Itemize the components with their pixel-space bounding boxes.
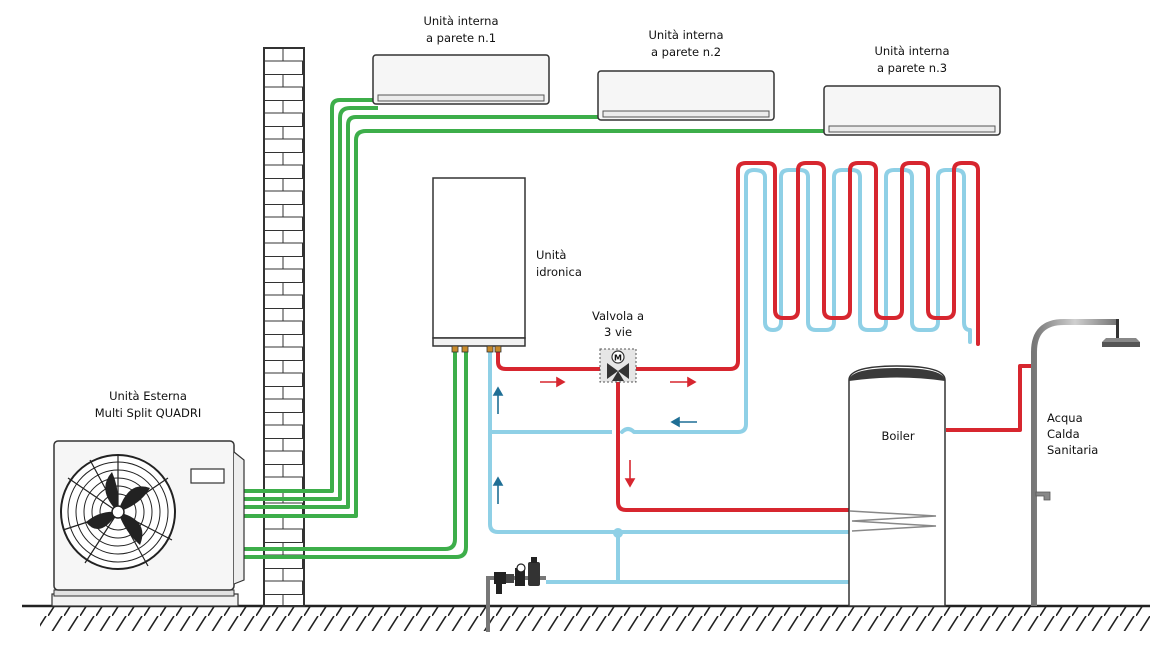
refrigerant-line-indoor2 [240, 115, 598, 509]
tap-icon [1035, 491, 1051, 501]
boiler-coil [849, 510, 937, 532]
arrow-hot-down [624, 460, 636, 488]
flow-arrows [492, 376, 697, 504]
inlet-valve-group [486, 557, 546, 632]
arrow-cold-left [670, 416, 697, 428]
indoor-unit-1 [372, 54, 550, 105]
brick-wall [263, 47, 305, 607]
label-boiler: Boiler [881, 429, 914, 443]
arrow-hot-right-1 [540, 376, 566, 388]
indoor-unit-2 [597, 70, 775, 121]
ground-hatch [40, 607, 1150, 631]
arrow-hot-right-2 [670, 376, 697, 388]
coil-cold-line [620, 168, 972, 434]
coil-hot-line [622, 161, 980, 371]
three-way-valve-icon: M [599, 348, 637, 383]
hot-flow-to-boiler [616, 378, 850, 512]
indoor-unit-3 [823, 85, 1001, 136]
refrigerant-line-hydronic-a [240, 352, 457, 551]
arrow-cold-up-1 [492, 386, 504, 414]
shower-head-icon [1031, 319, 1140, 606]
boiler-tank [848, 365, 946, 607]
hydronic-unit [432, 177, 526, 353]
hydronic-circuit [488, 350, 1036, 584]
valve-motor-symbol: M [614, 354, 622, 363]
refrigerant-line-indoor1-b [240, 106, 378, 501]
floor-heating-coil [620, 161, 980, 434]
refrigerant-line-indoor3 [240, 129, 826, 518]
boiler-to-shower-hot [946, 364, 1036, 432]
refrigerant-line-indoor1-a [240, 98, 378, 493]
refrigerant-line-hydronic-b [240, 352, 468, 559]
fan-blades [86, 472, 150, 545]
hot-flow-to-valve [496, 350, 610, 371]
refrigerant-pipes [240, 98, 826, 559]
arrow-cold-up-2 [492, 476, 504, 504]
cold-return-main [488, 350, 850, 534]
outdoor-unit [51, 440, 245, 607]
pipe-junction [613, 528, 623, 538]
